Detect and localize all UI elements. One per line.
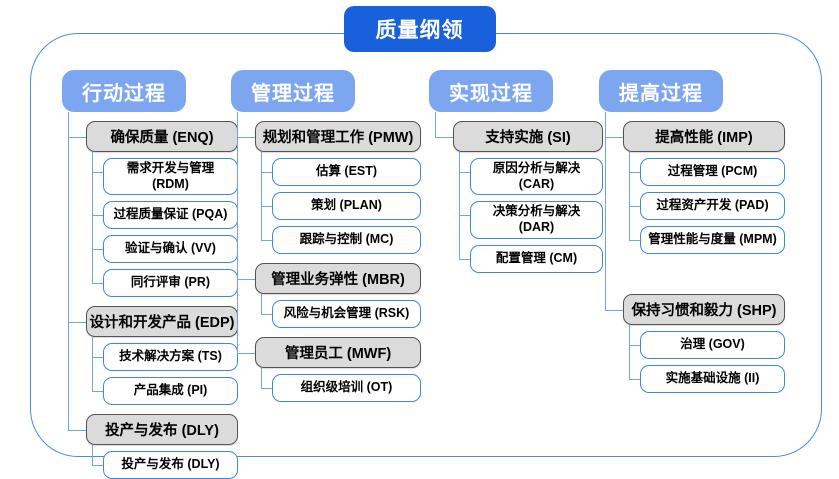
child-dar: 决策分析与解决 (DAR) xyxy=(459,195,603,239)
group-mwf: 管理员工 (MWF) 组织级培训 (OT) xyxy=(237,328,421,402)
child-box: 原因分析与解决 (CAR) xyxy=(470,158,603,196)
child-mpm: 管理性能与度量 (MPM) xyxy=(629,220,785,254)
group-list: 提高性能 (IMP) 过程管理 (PCM) 过程资产开发 (PAD) 管理性能与… xyxy=(597,112,785,393)
group-box: 提高性能 (IMP) xyxy=(623,121,785,152)
child-ts: 技术解决方案 (TS) xyxy=(92,337,238,372)
child-ot: 组织级培训 (OT) xyxy=(261,368,421,402)
child-box: 组织级培训 (OT) xyxy=(272,374,421,402)
child-mc: 跟踪与控制 (MC) xyxy=(261,220,421,254)
child-list: 技术解决方案 (TS) 产品集成 (PI) xyxy=(86,337,238,406)
group-shp: 保持习惯和毅力 (SHP) 治理 (GOV) 实施基础设施 (II) xyxy=(605,254,785,393)
child-box: 风险与机会管理 (RSK) xyxy=(272,300,421,328)
child-box: 决策分析与解决 (DAR) xyxy=(470,201,603,239)
group-box: 确保质量 (ENQ) xyxy=(86,121,238,152)
child-vv: 验证与确认 (VV) xyxy=(92,229,238,264)
child-box: 跟踪与控制 (MC) xyxy=(272,226,421,254)
child-list: 过程管理 (PCM) 过程资产开发 (PAD) 管理性能与度量 (MPM) xyxy=(623,152,785,254)
group-dly: 投产与发布 (DLY) 投产与发布 (DLY) xyxy=(68,405,238,479)
child-plan: 策划 (PLAN) xyxy=(261,186,421,220)
group-box: 管理员工 (MWF) xyxy=(255,337,421,368)
column-header: 行动过程 xyxy=(62,70,186,112)
child-pcm: 过程管理 (PCM) xyxy=(629,152,785,186)
group-box: 管理业务弹性 (MBR) xyxy=(255,263,421,294)
column-action-process: 行动过程 确保质量 (ENQ) 需求开发与管理 (RDM) 过程质量保证 (PQ… xyxy=(60,70,238,479)
child-box: 管理性能与度量 (MPM) xyxy=(640,226,785,254)
column-header: 管理过程 xyxy=(231,70,355,112)
child-list: 投产与发布 (DLY) xyxy=(86,445,238,479)
child-car: 原因分析与解决 (CAR) xyxy=(459,152,603,196)
child-box: 产品集成 (PI) xyxy=(103,377,238,406)
child-box: 技术解决方案 (TS) xyxy=(103,343,238,372)
group-si: 支持实施 (SI) 原因分析与解决 (CAR) 决策分析与解决 (DAR) 配置… xyxy=(435,112,603,273)
group-enq: 确保质量 (ENQ) 需求开发与管理 (RDM) 过程质量保证 (PQA) 验证… xyxy=(68,112,238,298)
group-box: 规划和管理工作 (PMW) xyxy=(255,121,421,152)
child-gov: 治理 (GOV) xyxy=(629,325,785,359)
column-management-process: 管理过程 规划和管理工作 (PMW) 估算 (EST) 策划 (PLAN) 跟踪… xyxy=(229,70,421,402)
child-box: 配置管理 (CM) xyxy=(470,244,603,273)
child-pqa: 过程质量保证 (PQA) xyxy=(92,195,238,230)
child-box: 过程质量保证 (PQA) xyxy=(103,201,238,230)
group-box: 支持实施 (SI) xyxy=(453,121,603,152)
group-list: 确保质量 (ENQ) 需求开发与管理 (RDM) 过程质量保证 (PQA) 验证… xyxy=(60,112,238,479)
child-list: 原因分析与解决 (CAR) 决策分析与解决 (DAR) 配置管理 (CM) xyxy=(453,152,603,273)
child-list: 治理 (GOV) 实施基础设施 (II) xyxy=(623,325,785,393)
group-imp: 提高性能 (IMP) 过程管理 (PCM) 过程资产开发 (PAD) 管理性能与… xyxy=(605,112,785,254)
child-pi: 产品集成 (PI) xyxy=(92,371,238,406)
child-rsk: 风险与机会管理 (RSK) xyxy=(261,294,421,328)
child-box: 同行评审 (PR) xyxy=(103,269,238,298)
child-list: 风险与机会管理 (RSK) xyxy=(255,294,421,328)
child-cm: 配置管理 (CM) xyxy=(459,238,603,273)
child-box: 需求开发与管理 (RDM) xyxy=(103,158,238,196)
root-title: 质量纲领 xyxy=(343,6,496,52)
child-box: 估算 (EST) xyxy=(272,158,421,186)
child-list: 组织级培训 (OT) xyxy=(255,368,421,402)
child-box: 投产与发布 (DLY) xyxy=(103,451,238,479)
group-box: 设计和开发产品 (EDP) xyxy=(86,306,238,338)
group-box: 投产与发布 (DLY) xyxy=(86,414,238,446)
group-mbr: 管理业务弹性 (MBR) 风险与机会管理 (RSK) xyxy=(237,254,421,328)
child-box: 实施基础设施 (II) xyxy=(640,365,785,393)
diagram-canvas: 质量纲领 行动过程 确保质量 (ENQ) 需求开发与管理 (RDM) 过程质量保… xyxy=(30,6,822,479)
column-header: 提高过程 xyxy=(599,70,723,112)
child-box: 策划 (PLAN) xyxy=(272,192,421,220)
child-box: 治理 (GOV) xyxy=(640,331,785,359)
column-implementation-process: 实现过程 支持实施 (SI) 原因分析与解决 (CAR) 决策分析与解决 (DA… xyxy=(427,70,603,273)
child-list: 需求开发与管理 (RDM) 过程质量保证 (PQA) 验证与确认 (VV) 同行… xyxy=(86,152,238,298)
group-pmw: 规划和管理工作 (PMW) 估算 (EST) 策划 (PLAN) 跟踪与控制 (… xyxy=(237,112,421,254)
child-ii: 实施基础设施 (II) xyxy=(629,359,785,393)
child-box: 验证与确认 (VV) xyxy=(103,235,238,264)
column-header: 实现过程 xyxy=(429,70,553,112)
column-improvement-process: 提高过程 提高性能 (IMP) 过程管理 (PCM) 过程资产开发 (PAD) … xyxy=(597,70,785,393)
child-box: 过程管理 (PCM) xyxy=(640,158,785,186)
group-list: 支持实施 (SI) 原因分析与解决 (CAR) 决策分析与解决 (DAR) 配置… xyxy=(427,112,603,273)
child-pr: 同行评审 (PR) xyxy=(92,263,238,298)
group-box: 保持习惯和毅力 (SHP) xyxy=(623,294,785,325)
child-dly: 投产与发布 (DLY) xyxy=(92,445,238,479)
child-list: 估算 (EST) 策划 (PLAN) 跟踪与控制 (MC) xyxy=(255,152,421,254)
group-list: 规划和管理工作 (PMW) 估算 (EST) 策划 (PLAN) 跟踪与控制 (… xyxy=(229,112,421,402)
child-rdm: 需求开发与管理 (RDM) xyxy=(92,152,238,196)
child-box: 过程资产开发 (PAD) xyxy=(640,192,785,220)
group-edp: 设计和开发产品 (EDP) 技术解决方案 (TS) 产品集成 (PI) xyxy=(68,297,238,406)
child-est: 估算 (EST) xyxy=(261,152,421,186)
child-pad: 过程资产开发 (PAD) xyxy=(629,186,785,220)
